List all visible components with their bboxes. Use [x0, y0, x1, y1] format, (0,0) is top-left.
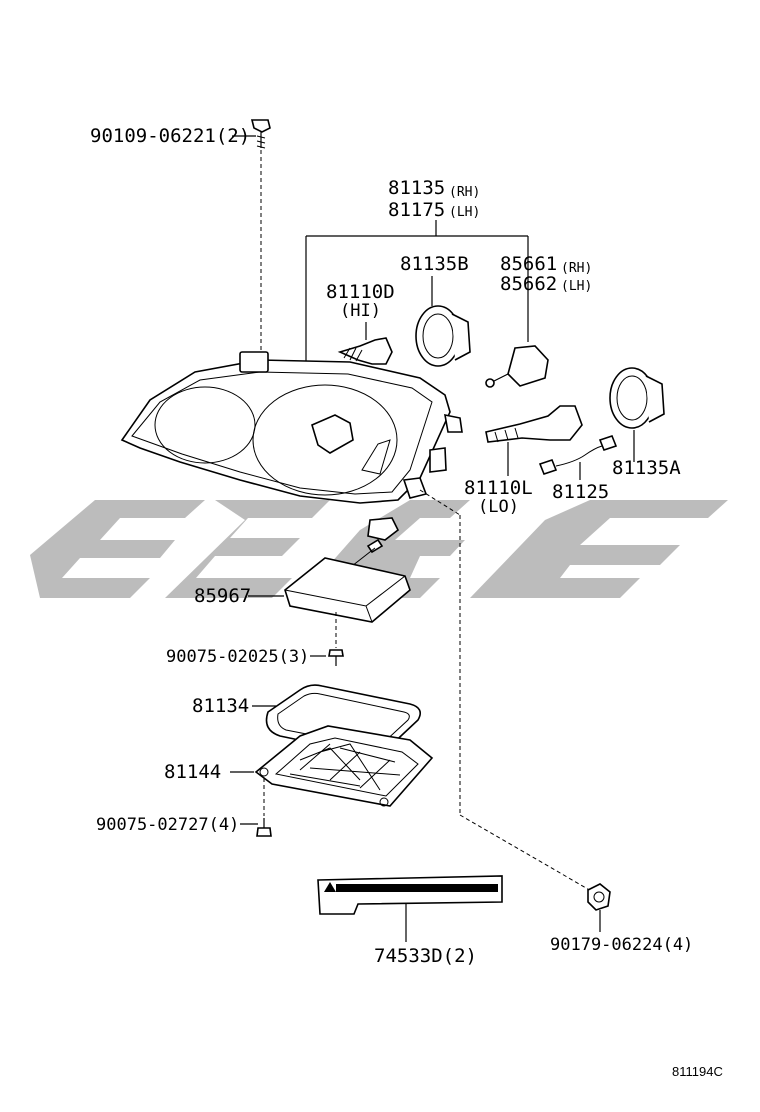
label-socket-rh-suffix: (RH)	[561, 261, 592, 276]
dash-to-nut-2	[459, 814, 594, 893]
bolt-top-icon	[250, 119, 271, 149]
label-bulb-lo: 81110L	[464, 477, 533, 499]
label-gasket: 81134	[192, 695, 249, 717]
diagram-id: 811194C	[672, 1064, 723, 1079]
lo-bulb-icon	[485, 405, 583, 443]
label-socket-lh-suffix: (LH)	[561, 279, 592, 294]
caution-label-icon	[317, 875, 503, 915]
label-computer: 85967	[194, 585, 251, 607]
label-case: 81144	[164, 761, 221, 783]
label-bulb-lo-sub: (LO)	[478, 497, 519, 517]
dash-housing	[419, 489, 461, 516]
label-socket-rh: 85661	[500, 253, 557, 275]
label-cover-hi: 81135B	[400, 253, 469, 275]
nut-icon	[587, 883, 611, 911]
hi-cover-icon	[415, 305, 471, 367]
label-bulb-hi-sub: (HI)	[340, 301, 381, 321]
label-assy-lh: 81175	[388, 199, 445, 221]
wire-icon	[538, 435, 618, 475]
label-screw-computer: 90075-02025(3)	[166, 647, 309, 667]
headlamp-housing	[120, 351, 463, 504]
label-assy-lh-suffix: (LH)	[449, 205, 480, 220]
label-nut: 90179-06224(4)	[550, 935, 693, 955]
label-bulb-hi: 81110D	[326, 281, 395, 303]
computer-unit-icon	[284, 517, 411, 623]
label-wire: 81125	[552, 481, 609, 503]
label-assy-rh: 81135	[388, 177, 445, 199]
screw-case-icon	[256, 818, 272, 837]
label-screw-case: 90075-02727(4)	[96, 815, 239, 835]
label-assy-rh-suffix: (RH)	[449, 185, 480, 200]
assembly-bracket	[305, 220, 529, 372]
screw-computer-icon	[328, 649, 344, 666]
label-bolt-top: 90109-06221(2)	[90, 125, 250, 147]
label-caution-label: 74533D(2)	[374, 945, 477, 967]
case-icon	[254, 725, 434, 807]
label-socket-lh: 85662	[500, 273, 557, 295]
lo-cover-icon	[609, 367, 665, 429]
label-cover-lo: 81135A	[612, 457, 681, 479]
socket-icon	[485, 345, 549, 388]
hi-bulb-icon	[337, 337, 393, 365]
